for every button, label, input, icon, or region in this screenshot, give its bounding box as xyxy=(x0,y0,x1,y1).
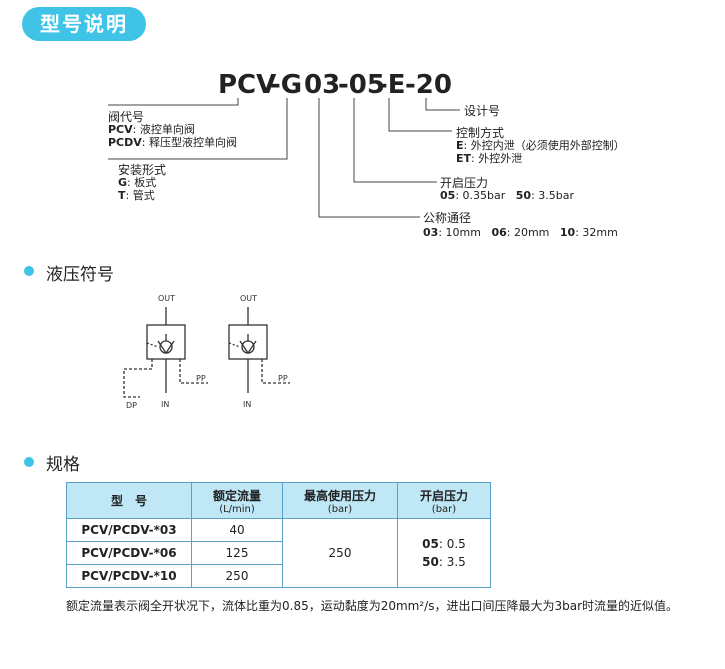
section-dot-spec xyxy=(24,457,34,467)
table-row: PCV/PCDV-*06 125 xyxy=(66,541,491,565)
leader-valve xyxy=(108,98,239,106)
leader-size xyxy=(318,98,420,218)
code-part-03: 03 xyxy=(304,70,341,100)
code-part-20: -20 xyxy=(405,70,452,100)
label-size-values: 03: 10mm 06: 20mm 10: 32mm xyxy=(423,226,618,239)
leader-control xyxy=(388,98,452,132)
label-mount-title: 安装形式 xyxy=(118,163,167,177)
code-part-pcv: PCV xyxy=(218,70,277,100)
symbol2-out-label: OUT xyxy=(240,294,257,303)
footnote: 额定流量表示阀全开状况下，流体比重为0.85，运动黏度为20mm²/s，进出口间… xyxy=(66,599,679,613)
header-model: 型 号 xyxy=(66,482,192,519)
label-valve-pcdv: PCDV: 释压型液控单向阀 xyxy=(108,136,237,149)
symbol1-pp-label: PP xyxy=(196,374,206,383)
label-valve-title: 阀代号 xyxy=(108,110,145,124)
cell-max-pressure: 250 xyxy=(282,518,398,588)
symbol1-in-label: IN xyxy=(161,400,169,409)
hydraulic-symbols: OUT IN PP DP OUT IN PP xyxy=(123,294,290,410)
symbol-pcv xyxy=(228,307,290,393)
section-title-spec: 规格 xyxy=(46,455,80,475)
symbol2-pp-label: PP xyxy=(278,374,288,383)
header-crack: 开启压力(bar) xyxy=(397,482,491,519)
section-dot-symbol xyxy=(24,266,34,276)
cell-model: PCV/PCDV-*03 xyxy=(66,518,192,542)
table-row: PCV/PCDV-*03 40 250 05: 0.5 50: 3.5 xyxy=(66,518,491,588)
label-valve-pcv: PCV: 液控单向阀 xyxy=(108,123,195,136)
symbol1-out-label: OUT xyxy=(158,294,175,303)
symbol1-dp-label: DP xyxy=(126,401,137,410)
label-control-e: E: 外控内泄（必须使用外部控制） xyxy=(456,139,625,152)
symbol2-in-label: IN xyxy=(243,400,251,409)
cell-crack: 05: 0.5 50: 3.5 xyxy=(397,518,491,588)
cell-flow: 40 xyxy=(191,518,283,542)
header-flow: 额定流量(L/min) xyxy=(191,482,283,519)
code-part-e: -E xyxy=(377,70,406,100)
label-control-et: ET: 外控外泄 xyxy=(456,152,523,165)
section-badge: 型号说明 xyxy=(22,7,146,41)
section-title-symbol: 液压符号 xyxy=(46,265,114,285)
label-size-title: 公称通径 xyxy=(423,211,472,225)
label-mount-g: G: 板式 xyxy=(118,176,157,189)
table-row: PCV/PCDV-*10 250 xyxy=(66,564,491,588)
header-max-pressure: 最高使用压力(bar) xyxy=(282,482,398,519)
label-crack-title: 开启压力 xyxy=(440,176,489,190)
leader-mount xyxy=(108,98,288,160)
cell-model: PCV/PCDV-*06 xyxy=(66,541,192,565)
spec-table: 型 号 额定流量(L/min) 最高使用压力(bar) 开启压力(bar) PC… xyxy=(66,482,491,588)
label-mount-t: T: 管式 xyxy=(118,189,155,202)
leader-crack xyxy=(353,98,437,183)
label-control-title: 控制方式 xyxy=(456,126,505,140)
leader-design xyxy=(425,98,460,111)
cell-model: PCV/PCDV-*10 xyxy=(66,564,192,588)
label-crack-values: 05: 0.35bar 50: 3.5bar xyxy=(440,189,575,202)
cell-flow: 125 xyxy=(191,541,283,565)
code-part-05: -05 xyxy=(338,70,385,100)
label-design: 设计号 xyxy=(464,104,501,118)
cell-flow: 250 xyxy=(191,564,283,588)
code-part-g: -G xyxy=(270,70,303,100)
symbol-pcdv xyxy=(123,307,208,398)
